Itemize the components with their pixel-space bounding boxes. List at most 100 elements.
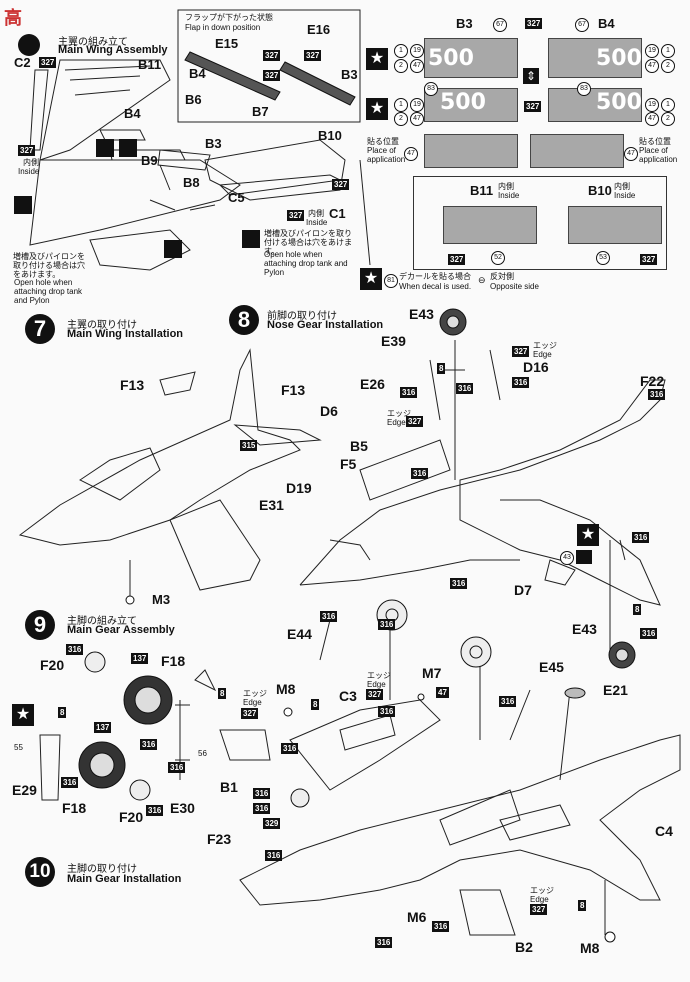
edge-en-d16: Edge [533,350,552,359]
b10-inside-en: Inside [614,191,636,200]
paint-315: 315 [240,440,258,451]
place-en2-left: application [367,155,406,164]
paint-316-e44: 316 [320,611,338,622]
part-d19: D19 [286,480,312,496]
star-insignia-icon-3: ★ [577,524,599,546]
decal-b11-title: B11 [470,183,494,198]
paint-327-flap-b: 327 [304,50,322,61]
decal-panel-b3-top [424,38,518,78]
paint-327-c3: 327 [366,689,384,700]
part-e21: E21 [603,682,628,698]
decal-55: 55 [14,743,23,752]
decal-1-c: 1 [394,98,408,112]
decal-panel-place-right [530,134,624,168]
wing-assembly-title-en: Main Wing Assembly [58,44,168,56]
drill-note-jp: 増槽及びパイロンを取り付ける場合は穴をあけます。 [13,252,85,279]
paint-316-e45: 316 [499,696,517,707]
legend-opp-jp: 反対側 [490,272,514,281]
part-m3: M3 [152,592,171,607]
paint-8-e39: 8 [437,363,446,374]
star-insignia-icon-4: ★ [12,704,34,726]
edge-en-d6: Edge [387,418,406,427]
wing-inside-en: Inside [18,167,40,176]
b11-inside-en: Inside [498,191,520,200]
wing-inside-jp: 内側 [23,158,39,167]
decal-83-b: 83 [577,82,591,96]
decal-1-b: 1 [661,44,675,58]
decal-83-a: 83 [424,82,438,96]
decal-500-1: 500 [428,46,474,71]
b10-inside-jp: 内側 [614,182,630,191]
paint-327-b10: 327 [332,179,350,190]
drill-note-en: Open hole when attaching drop tank and P… [14,278,83,305]
paint-327-inside: 327 [18,145,36,156]
step-7-title-jp: 主翼の取り付け [67,320,137,331]
part-b8: B8 [183,175,200,190]
part-d6: D6 [320,403,338,419]
flip-arrow-icon: ⇕ [523,68,539,84]
paint-47-m7: 47 [436,687,449,698]
part-m7: M7 [422,665,442,681]
step-6-badge [18,34,40,56]
decal-67-b: 67 [575,18,589,32]
step-9-title-jp: 主脚の組み立て [67,616,137,627]
decal-b3-title: B3 [456,16,473,31]
watermark-text: 高 [4,8,22,28]
paint-8-gear-a: 8 [218,688,227,699]
legend-used-jp: デカールを貼る場合 [399,272,471,281]
b11-inside-jp: 内側 [498,182,514,191]
part-f13-a: F13 [120,377,145,393]
decal-327-top: 327 [525,18,543,29]
paint-316-wheel: 316 [640,628,658,639]
paint-316-b5: 316 [411,468,429,479]
decal-panel-b4-mid [548,88,642,122]
decal-500-2: 500 [596,46,642,71]
part-d7: D7 [514,582,532,598]
paint-316-d7: 316 [450,578,468,589]
paint-327-c1: 327 [287,210,305,221]
legend-opp-en: Opposite side [490,282,539,291]
paint-316-f23-c: 316 [265,850,283,861]
decal-47-a: 47 [410,59,424,73]
paint-316-gear: 316 [375,937,393,948]
paint-316-f22: 316 [648,389,666,400]
part-f23: F23 [207,831,232,847]
drill-icon-c [14,196,32,214]
drill-icon-a [96,139,114,157]
part-b5: B5 [350,438,368,454]
place-en1-left: Place of [367,146,396,155]
edge-jp-d16: エッジ [533,341,557,350]
decal-52: 52 [491,251,505,265]
place-en2-right: application [639,155,678,164]
part-e39: E39 [381,333,406,349]
part-b7: B7 [252,104,269,119]
decal-500-4: 500 [596,90,642,115]
part-e31: E31 [259,497,284,513]
part-b9: B9 [141,153,158,168]
decal-b10-title: B10 [588,183,612,198]
decal-2-a: 2 [394,59,408,73]
decal-81: 81 [384,274,398,288]
stencil-decal-icon [576,550,592,564]
decal-panel-b4-top [548,38,642,78]
edge-en-c3: Edge [367,680,386,689]
decal-1-d: 1 [661,98,675,112]
paint-316-gear-a: 316 [140,739,158,750]
part-d16: D16 [523,359,549,375]
step-10-badge: 10 [25,857,55,887]
paint-316-d16: 316 [512,377,530,388]
decal-panel-b3-mid [424,88,518,122]
decal-1-a: 1 [394,44,408,58]
edge-jp-c3: エッジ [367,671,391,680]
step-9-title-en: Main Gear Assembly [67,624,175,636]
paint-327-b2: 327 [530,904,548,915]
drill-note-left: 増槽及びパイロンを取り付ける場合は穴をあけます。 [13,252,91,296]
paint-316-c3: 316 [378,706,396,717]
watermark-logo: 高 [4,4,22,30]
step-10-title-jp: 主脚の取り付け [67,864,137,875]
drill-note-en-right: Open hole when attaching drop tank and P… [264,250,348,277]
decal-47-c: 47 [410,112,424,126]
decal-19-b: 19 [645,44,659,58]
wing-assembly-title-jp: 主翼の組み立て [58,37,128,48]
edge-jp-b1: エッジ [243,689,267,698]
